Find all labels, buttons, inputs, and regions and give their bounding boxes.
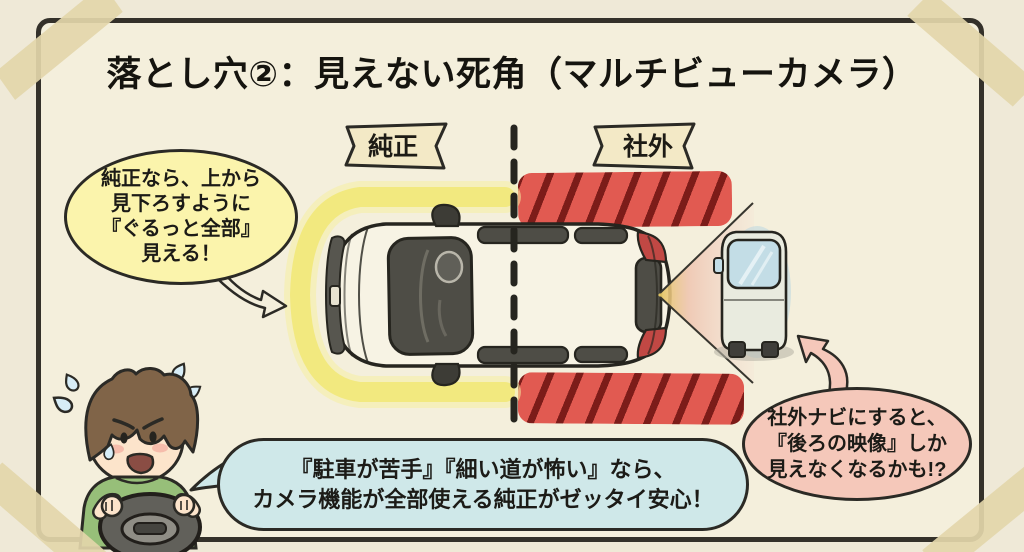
car-behind (713, 230, 794, 361)
speech-bubble-conclusion: 『駐車が苦手』『細い道が怖い』なら、 カメラ機能が全部使える純正がゼッタイ安心！ (217, 438, 749, 531)
bubble-line: カメラ機能が全部使える純正がゼッタイ安心！ (252, 486, 714, 512)
car-body (329, 222, 672, 368)
van-mirror (713, 257, 724, 274)
bubble-line: 『後ろの映像』しか (767, 433, 947, 455)
banner-aftermarket: 社外 (587, 122, 709, 170)
windshield-glass (386, 236, 475, 356)
aftermarket-bubble-arrow (796, 334, 849, 395)
banner-oem-label: 純正 (367, 133, 418, 161)
speech-bubble-aftermarket: 社外ナビにすると、 『後ろの映像』しか 見えなくなるかも!? (742, 387, 972, 501)
steering-wheel-through-glass (434, 250, 464, 284)
oem-bubble-arrow (210, 265, 288, 319)
eye (149, 431, 157, 443)
bubble-line: 純正なら、上から (101, 168, 261, 190)
bubble-line: 社外ナビにすると、 (767, 407, 947, 429)
van-wheel (761, 341, 779, 358)
surround-view-glow (283, 181, 521, 408)
eye (120, 432, 128, 444)
bubble-line: 『ぐるっと全部』 (101, 218, 261, 240)
mouth (126, 452, 155, 475)
eyebrow (142, 417, 164, 430)
front-emblem (329, 285, 341, 307)
page-title: 落とし穴②：見えない死角（マルチビューカメラ） (106, 55, 918, 94)
side-window (476, 225, 570, 245)
hand (172, 493, 196, 517)
side-mirror (431, 362, 461, 387)
speech-bubble-oem: 純正なら、上から 見下ろすように 『ぐるっと全部』 見える！ (64, 149, 298, 285)
collar (115, 476, 159, 485)
eyebrow (112, 418, 135, 430)
bubble-line: 見えなくなるかも!? (767, 459, 947, 481)
bubble-line: 見える！ (141, 243, 221, 265)
banner-oem: 純正 (332, 122, 454, 170)
steering-wheel (98, 492, 202, 552)
bubble-line: 『駐車が苦手』『細い道が怖い』なら、 (290, 456, 676, 482)
cheek-sweat (103, 443, 115, 461)
car-top-view (325, 203, 672, 387)
side-window (573, 226, 629, 245)
side-window (573, 345, 629, 364)
side-mirror (431, 203, 461, 228)
blush (152, 443, 168, 453)
banner-aftermarket-label: 社外 (622, 133, 673, 161)
ribbon-shape (344, 122, 448, 170)
bubble-line: 見下ろすように (111, 193, 251, 215)
side-window (476, 345, 570, 365)
ribbon-shape (592, 122, 696, 170)
worried-driver (52, 362, 202, 552)
van-wheel (728, 341, 746, 358)
